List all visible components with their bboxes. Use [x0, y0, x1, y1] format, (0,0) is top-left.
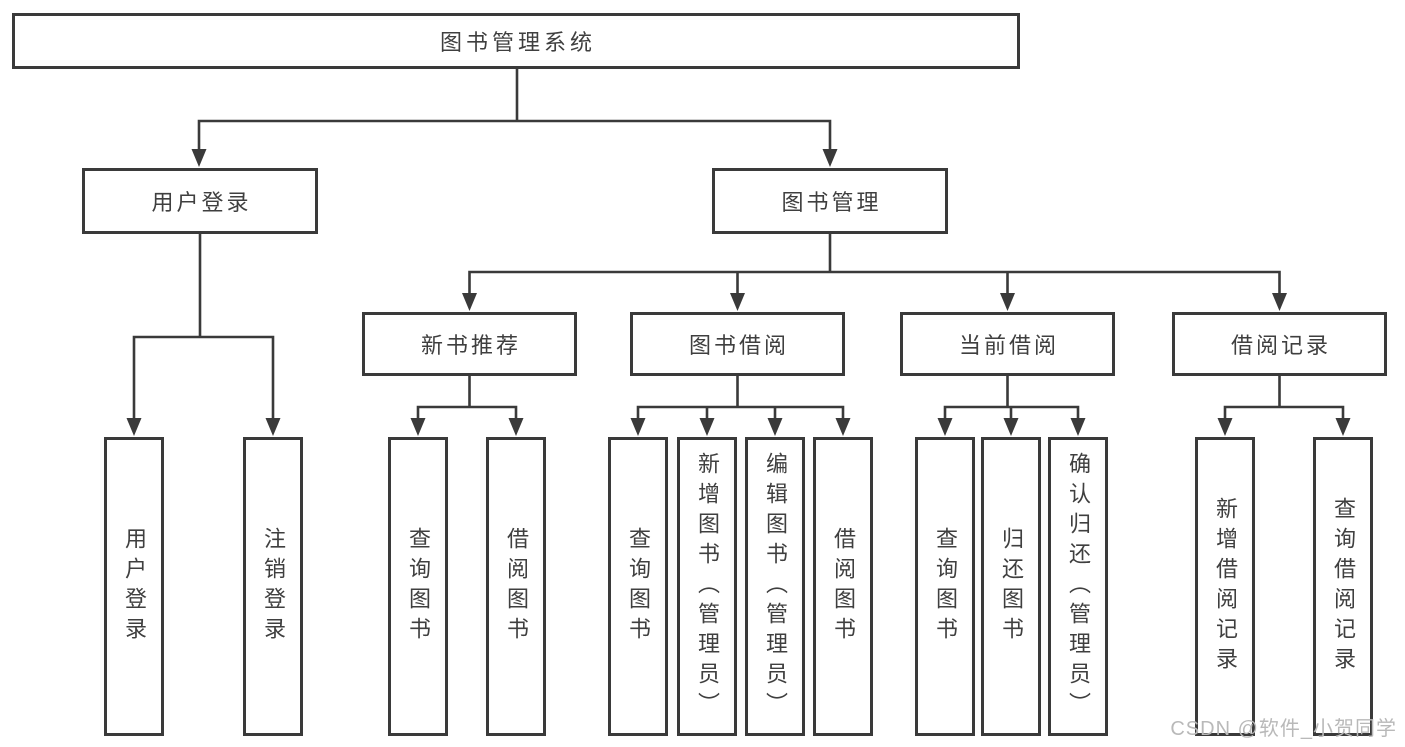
node-new-book-rec: 新书推荐 [362, 312, 577, 376]
arrow-icon [822, 149, 838, 167]
node-label: 查询图书 [933, 526, 958, 647]
arrowheads [126, 149, 1351, 436]
arrow-icon [1272, 293, 1287, 311]
connector-book-borrow-split [636, 374, 845, 424]
arrow-icon [1003, 418, 1019, 436]
node-label: 查询图书 [406, 526, 431, 647]
arrow-icon [1070, 418, 1086, 436]
node-label: 借阅记录 [1230, 333, 1331, 358]
node-current-borrow: 当前借阅 [900, 312, 1115, 376]
node-label: 新增借阅记录 [1213, 496, 1238, 677]
arrow-icon [699, 418, 715, 436]
leaf-edit-book-admin: 编辑图书（管理员） [745, 437, 805, 736]
connector-current-borrow-split [943, 374, 1080, 424]
arrow-icon [265, 418, 281, 436]
leaf-user-login: 用户登录 [104, 437, 164, 736]
node-label: 新增图书（管理员） [695, 451, 720, 722]
arrow-icon [191, 149, 207, 167]
arrow-icon [937, 418, 953, 436]
node-label: 借阅图书 [831, 526, 856, 647]
node-book-mgmt: 图书管理 [712, 168, 948, 234]
node-label: 确认归还（管理员） [1066, 451, 1091, 722]
leaf-query-book-current: 查询图书 [915, 437, 975, 736]
node-label: 查询借阅记录 [1331, 496, 1356, 677]
node-label: 用户登录 [122, 526, 147, 647]
leaf-logout: 注销登录 [243, 437, 303, 736]
connector-book-mgmt-split [468, 232, 1281, 299]
leaf-query-borrow-record: 查询借阅记录 [1313, 437, 1373, 736]
node-user-login: 用户登录 [82, 168, 318, 234]
arrow-icon [1335, 418, 1351, 436]
arrow-icon [767, 418, 783, 436]
node-label: 归还图书 [999, 526, 1024, 647]
leaf-confirm-return-admin: 确认归还（管理员） [1048, 437, 1108, 736]
connector-user-login-split [132, 232, 275, 424]
arrow-icon [462, 293, 477, 311]
arrow-icon [126, 418, 142, 436]
connector-borrow-record-split [1223, 374, 1345, 424]
leaf-borrow-book-rec: 借阅图书 [486, 437, 546, 736]
arrow-icon [1217, 418, 1233, 436]
node-label: 图书管理系统 [439, 30, 596, 55]
node-root: 图书管理系统 [12, 13, 1020, 69]
node-label: 用户登录 [151, 190, 252, 215]
arrow-icon [410, 418, 426, 436]
node-label: 注销登录 [261, 526, 286, 647]
leaf-query-book-rec: 查询图书 [388, 437, 448, 736]
node-book-borrow: 图书借阅 [630, 312, 845, 376]
arrow-icon [1000, 293, 1015, 311]
node-label: 新书推荐 [420, 333, 521, 358]
leaf-add-borrow-record: 新增借阅记录 [1195, 437, 1255, 736]
csdn-watermark: CSDN @软件_小贺同学 [1170, 718, 1397, 740]
node-label: 查询图书 [626, 526, 651, 647]
arrow-icon [730, 293, 745, 311]
node-label: 编辑图书（管理员） [763, 451, 788, 722]
connector-root-split [197, 67, 832, 155]
node-label: 图书借阅 [688, 333, 789, 358]
arrow-icon [835, 418, 851, 436]
node-label: 当前借阅 [958, 333, 1059, 358]
node-borrow-record: 借阅记录 [1172, 312, 1387, 376]
leaf-query-book-borrow: 查询图书 [608, 437, 668, 736]
node-label: 图书管理 [781, 190, 882, 215]
arrow-icon [630, 418, 646, 436]
arrow-icon [508, 418, 524, 436]
leaf-borrow-book: 借阅图书 [813, 437, 873, 736]
leaf-add-book-admin: 新增图书（管理员） [677, 437, 737, 736]
node-label: 借阅图书 [504, 526, 529, 647]
connector-new-book-rec-split [416, 374, 518, 424]
connector-paths [132, 67, 1345, 424]
leaf-return-book: 归还图书 [981, 437, 1041, 736]
